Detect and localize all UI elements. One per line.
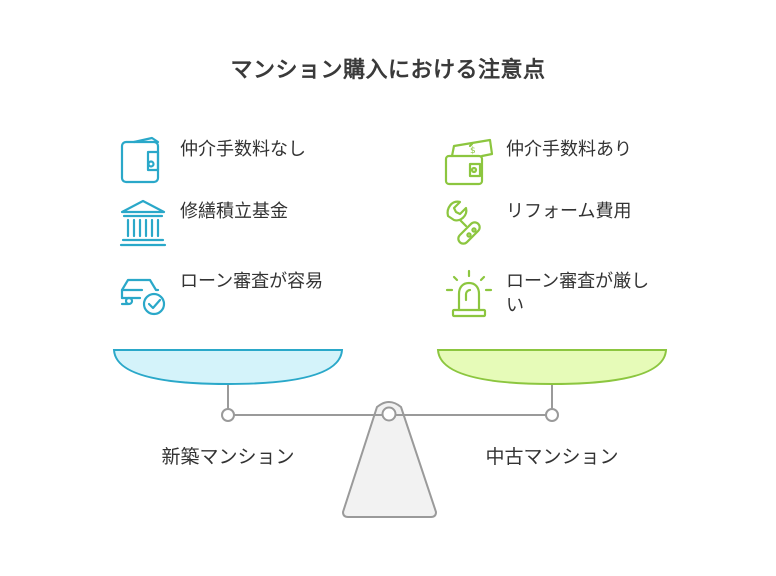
wallet-money-icon: $: [444, 138, 494, 186]
left-pan: [112, 349, 344, 386]
left-item-label: 修繕積立基金: [180, 201, 288, 222]
left-item-1: 仲介手数料なし: [118, 136, 330, 186]
right-item-2: リフォーム費用: [444, 198, 656, 248]
right-item-3: ローン審査が厳しい: [444, 268, 656, 318]
wrench-icon: [446, 200, 481, 245]
bank-building-icon: [119, 199, 167, 247]
right-item-label: 仲介手数料あり: [506, 139, 632, 160]
left-item-label: 仲介手数料なし: [180, 139, 306, 160]
right-item-label: ローン審査が厳しい: [506, 271, 650, 316]
right-joint: [545, 408, 559, 422]
wallet-icon: [120, 136, 160, 184]
pivot: [381, 406, 397, 422]
left-item-label: ローン審査が容易: [180, 271, 324, 292]
left-joint: [221, 408, 235, 422]
right-item-label: リフォーム費用: [506, 201, 632, 222]
right-pan-label: 中古マンション: [485, 446, 619, 468]
scale-stand: [341, 401, 438, 518]
left-item-2: 修繕積立基金: [118, 198, 330, 248]
svg-text:$: $: [470, 146, 476, 156]
left-item-3: ローン審査が容易: [118, 268, 330, 318]
diagram-title: マンション購入における注意点: [230, 58, 546, 83]
left-pan-label: 新築マンション: [161, 446, 295, 468]
right-item-1: $ 仲介手数料あり: [444, 136, 656, 186]
alarm-light-icon: [445, 269, 493, 318]
right-pan: [436, 349, 668, 386]
car-check-icon: [120, 278, 166, 316]
